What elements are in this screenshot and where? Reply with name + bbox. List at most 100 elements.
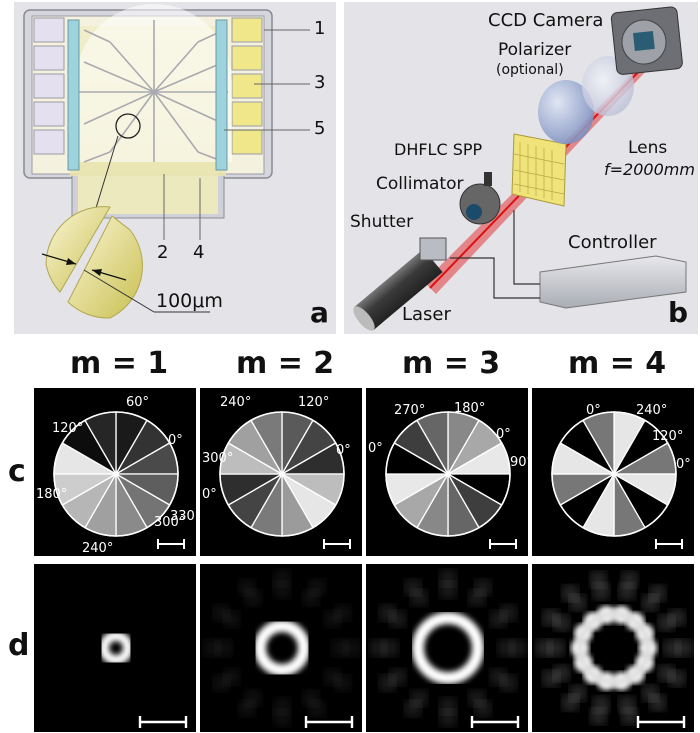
panel-label-b: b — [668, 296, 689, 329]
column-title-m1: m = 1 — [70, 346, 169, 381]
halo-spot — [204, 640, 220, 656]
label-lens: Lens — [628, 138, 668, 158]
halo-spot — [664, 640, 680, 656]
halo-spot — [500, 675, 517, 691]
angle-label: 240° — [636, 403, 667, 418]
halo-spot — [334, 675, 351, 691]
halo-spot — [498, 640, 514, 656]
angle-label: 180° — [36, 487, 67, 502]
mask-outline — [551, 411, 677, 537]
halo-spot — [239, 579, 255, 596]
halo-spot — [309, 700, 325, 717]
angle-label: 240° — [82, 541, 113, 556]
angle-label: 300° — [202, 451, 233, 466]
column-title-m4: m = 4 — [568, 346, 667, 381]
halo-spot — [309, 579, 325, 596]
panel-label-a: a — [310, 296, 329, 329]
vortex-ring — [412, 612, 484, 684]
angle-label: 90° — [510, 455, 533, 470]
halo-spot — [649, 585, 666, 602]
halo-spot — [590, 571, 607, 588]
halo-spot — [274, 570, 290, 586]
halo-spot — [379, 605, 396, 621]
halo-spot — [536, 640, 552, 656]
halo-spot — [621, 708, 638, 725]
halo-spot — [440, 570, 456, 586]
angle-label: 0° — [368, 441, 383, 456]
halo-spot — [475, 579, 491, 596]
angle-label: 300° — [154, 515, 185, 530]
halo-spot — [405, 579, 421, 596]
angle-label: 0° — [202, 487, 217, 502]
angle-label: 0° — [586, 403, 601, 418]
halo-spot — [440, 698, 456, 714]
halo-spot — [216, 640, 232, 656]
halo-spot — [475, 700, 491, 717]
panel-b-diagram — [353, 6, 687, 331]
halo-spot — [274, 698, 290, 714]
row-d-beam-profiles — [34, 564, 694, 732]
label-ccd-camera: CCD Camera — [488, 10, 604, 31]
label-laser: Laser — [402, 304, 451, 325]
label-polarizer-note: (optional) — [496, 62, 564, 78]
halo-spot — [332, 640, 348, 656]
angle-label: 180° — [454, 401, 485, 416]
halo-spot — [590, 708, 607, 725]
callout-4: 4 — [193, 242, 205, 263]
halo-spot — [239, 700, 255, 717]
vortex-ring — [254, 620, 310, 676]
halo-spot — [676, 640, 692, 656]
halo-spot — [213, 605, 230, 621]
halo-spot — [669, 670, 686, 687]
vortex-ring — [99, 631, 133, 665]
angle-label: 0° — [496, 427, 511, 442]
angle-label: 60° — [126, 395, 149, 410]
column-title-m3: m = 3 — [402, 346, 501, 381]
halo-spot — [274, 582, 290, 598]
halo-spot — [649, 694, 666, 711]
label-controller: Controller — [568, 232, 657, 253]
mask-outline — [385, 411, 511, 537]
halo-spot — [440, 582, 456, 598]
halo-spot — [370, 640, 386, 656]
halo-spot — [379, 675, 396, 691]
label-focal: f=2000mm — [604, 160, 695, 179]
callout-2: 2 — [157, 242, 169, 263]
label-spp: DHFLC SPP — [394, 140, 483, 159]
angle-label: 0° — [168, 433, 183, 448]
halo-spot — [562, 585, 579, 602]
halo-spot — [344, 640, 360, 656]
vortex-ring — [576, 610, 652, 686]
halo-spot — [562, 694, 579, 711]
mask-outline — [53, 411, 179, 537]
label-collimator: Collimator — [376, 174, 464, 194]
panel-a-diagram — [23, 4, 310, 319]
row-c-phase-masks: 60°120°0°180°330°300°240°240°120°300°0°0… — [34, 388, 694, 556]
angle-label: 120° — [52, 421, 83, 436]
angle-label: 0° — [676, 457, 691, 472]
beam-profile-panel — [34, 564, 196, 732]
halo-spot — [621, 571, 638, 588]
halo-spot — [510, 640, 526, 656]
scale-label-100um: 100μm — [156, 290, 223, 312]
row-label-c: c — [8, 454, 26, 489]
callout-1: 1 — [314, 18, 326, 39]
halo-spot — [213, 675, 230, 691]
angle-label: 240° — [220, 395, 251, 410]
angle-label: 270° — [394, 403, 425, 418]
angle-label: 0° — [336, 443, 351, 458]
halo-spot — [334, 605, 351, 621]
halo-spot — [542, 670, 559, 687]
callout-5: 5 — [314, 118, 326, 139]
halo-spot — [274, 710, 290, 726]
halo-spot — [500, 605, 517, 621]
halo-spot — [669, 609, 686, 626]
halo-spot — [548, 640, 564, 656]
angle-label: 120° — [652, 429, 683, 444]
callout-3: 3 — [314, 72, 326, 93]
row-label-d: d — [8, 628, 30, 663]
column-title-m2: m = 2 — [236, 346, 335, 381]
label-polarizer: Polarizer — [498, 40, 572, 60]
halo-spot — [440, 710, 456, 726]
label-shutter: Shutter — [350, 212, 414, 232]
